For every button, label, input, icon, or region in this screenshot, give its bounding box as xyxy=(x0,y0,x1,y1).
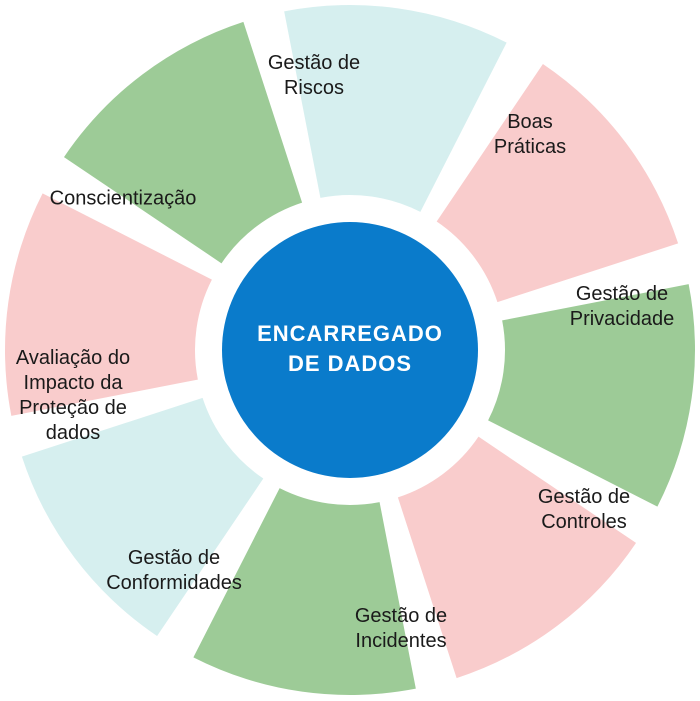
segment-shape-boas-praticas xyxy=(436,63,679,303)
segment-shape-avaliacao-do-impacto xyxy=(4,193,212,416)
center-title-line: DE DADOS xyxy=(288,351,412,376)
segment-label-gestao-de-privacidade: Gestão de Privacidade xyxy=(570,283,675,330)
segment-gestao-de-riscos: Gestão de Riscos xyxy=(268,5,507,212)
segment-label-gestao-de-conformidades: Gestão de Conformidades xyxy=(106,547,242,594)
segment-shape-gestao-de-privacidade xyxy=(488,284,695,507)
segment-shape-gestao-de-controles xyxy=(397,436,637,679)
segment-shape-gestao-de-riscos xyxy=(284,5,507,212)
segment-gestao-de-incidentes: Gestão de Incidentes xyxy=(193,488,447,696)
segment-label-line: Gestão de xyxy=(268,52,360,74)
segment-label-line: Impacto da xyxy=(24,372,124,394)
segment-gestao-de-conformidades: Gestão de Conformidades xyxy=(21,397,264,637)
segment-label-line: Conscientização xyxy=(50,187,197,209)
segment-label-line: Privacidade xyxy=(570,308,675,330)
segment-shape-gestao-de-incidentes xyxy=(193,488,416,696)
segment-shape-conscientizacao xyxy=(63,21,303,264)
segment-conscientizacao: Conscientização xyxy=(50,21,303,264)
segment-label-line: Gestão de xyxy=(128,547,220,569)
segment-label-line: Práticas xyxy=(494,136,566,158)
segment-label-line: Avaliação do xyxy=(16,347,130,369)
segment-label-line: Proteção de xyxy=(19,397,127,419)
segment-gestao-de-controles: Gestão de Controles xyxy=(397,436,637,679)
segment-label-line: Gestão de xyxy=(538,486,630,508)
segment-label-line: Boas xyxy=(507,111,553,133)
segment-avaliacao-do-impacto: Avaliação do Impacto da Proteção de dados xyxy=(4,193,212,444)
segment-label-line: Gestão de xyxy=(355,605,447,627)
segment-label-line: dados xyxy=(46,422,101,444)
segment-label-line: Gestão de xyxy=(576,283,668,305)
segment-gestao-de-privacidade: Gestão de Privacidade xyxy=(488,283,695,507)
segment-label-gestao-de-riscos: Gestão de Riscos xyxy=(268,52,360,99)
center-layer: ENCARREGADO DE DADOS xyxy=(222,222,478,478)
segment-shape-gestao-de-conformidades xyxy=(21,397,264,637)
segment-label-line: Riscos xyxy=(284,77,344,99)
segment-label-gestao-de-controles: Gestão de Controles xyxy=(538,486,630,533)
center-title: ENCARREGADO DE DADOS xyxy=(257,321,443,376)
segment-label-conscientizacao: Conscientização xyxy=(50,187,197,209)
center-title-line: ENCARREGADO xyxy=(257,321,443,346)
segment-label-gestao-de-incidentes: Gestão de Incidentes xyxy=(355,605,447,652)
segment-label-line: Controles xyxy=(541,511,627,533)
segment-label-line: Incidentes xyxy=(355,630,446,652)
segment-label-line: Conformidades xyxy=(106,572,242,594)
segment-label-avaliacao-do-impacto: Avaliação do Impacto da Proteção de dados xyxy=(16,347,130,444)
center-circle xyxy=(222,222,478,478)
